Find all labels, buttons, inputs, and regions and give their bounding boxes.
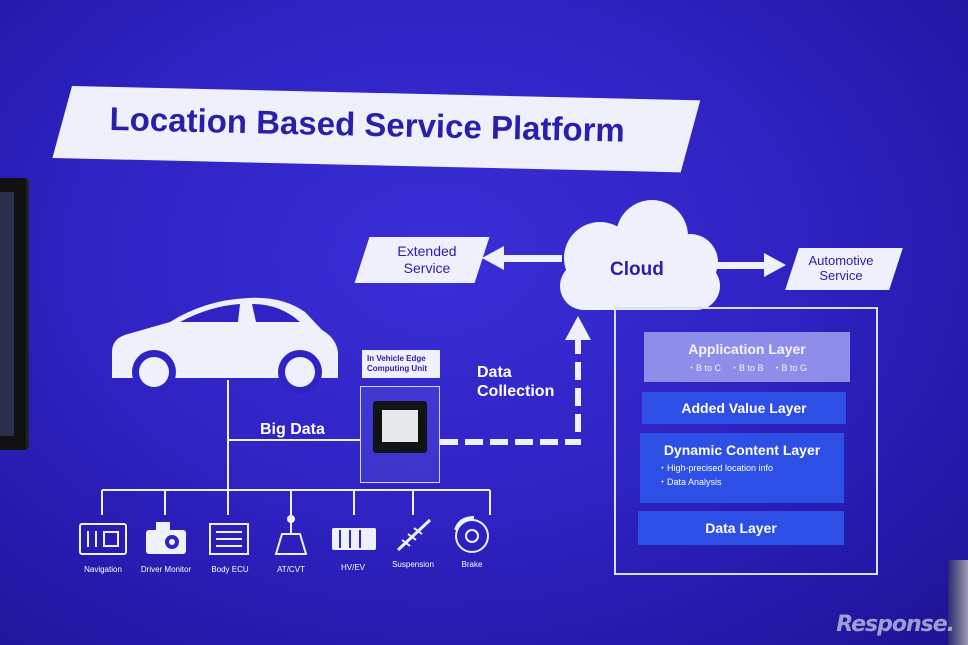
application-layer: Application Layer ・B to C ・B to B ・B to …: [644, 332, 850, 382]
dynamic-content-layer: Dynamic Content Layer ・High-precised loc…: [640, 433, 844, 503]
hv-ev-icon: [332, 528, 376, 550]
data-layer: Data Layer: [638, 511, 844, 545]
layer-stack-frame: [614, 307, 878, 575]
brake-label: Brake: [461, 560, 483, 569]
driver-monitor-icon: [146, 522, 186, 554]
cloud-shape: [560, 200, 720, 310]
watermark: Response.: [836, 612, 955, 637]
cloud-label: Cloud: [610, 259, 664, 280]
hv-ev-label: HV/EV: [340, 563, 365, 572]
edge-label-box: [362, 350, 440, 378]
navigation-icon: [79, 523, 127, 555]
car-shape: [112, 297, 338, 394]
navigation-label: Navigation: [84, 565, 122, 574]
driver-monitor-label: Driver Monitor: [140, 565, 192, 574]
body-ecu-icon: [209, 523, 249, 555]
body-ecu-label: Body ECU: [211, 565, 249, 574]
arrow-to-extended: [482, 246, 562, 270]
right-edge-object: [948, 560, 968, 645]
at-cvt-label: AT/CVT: [277, 565, 305, 574]
added-value-layer: Added Value Layer: [642, 392, 846, 424]
big-data-label: Big Data: [260, 421, 325, 438]
suspension-label: Suspension: [392, 560, 434, 569]
side-monitor: [0, 178, 29, 450]
brake-icon: [454, 516, 489, 553]
suspension-icon: [396, 518, 432, 552]
at-cvt-icon: [274, 515, 308, 555]
arrow-to-automotive: [716, 253, 786, 277]
component-tree: [101, 380, 491, 515]
data-collection-dashed: [440, 316, 591, 445]
edge-computing-device: [360, 386, 440, 483]
